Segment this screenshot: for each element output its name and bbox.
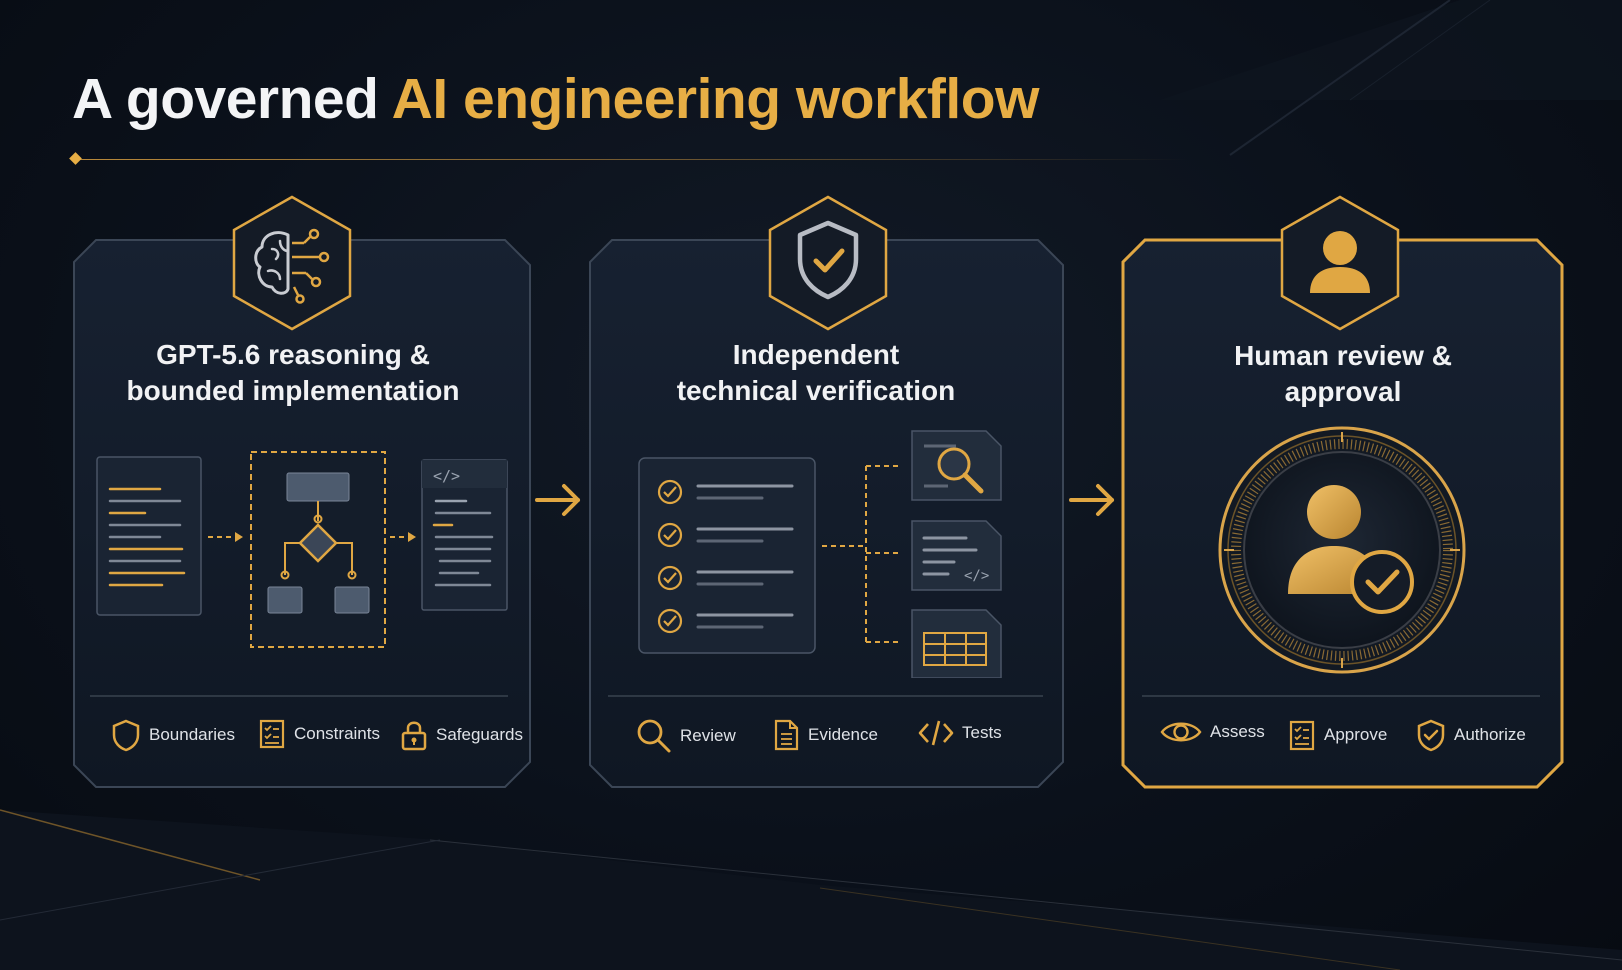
panel-3-title-line-1: Human review & xyxy=(1234,340,1452,371)
flow-arrow-2 xyxy=(1069,484,1114,516)
document-icon xyxy=(774,719,799,751)
panel-3-title: Human review & approval xyxy=(1123,338,1563,410)
panel-2-title: Independent technical verification xyxy=(596,337,1036,409)
approval-seal xyxy=(1218,426,1466,674)
shield-check-icon xyxy=(768,195,888,331)
panel-1-title-line-1: GPT-5.6 reasoning & xyxy=(156,339,430,370)
panel-1-title-line-2: bounded implementation xyxy=(126,375,460,406)
lock-icon xyxy=(401,721,427,751)
footer-item-assess: Assess xyxy=(1160,718,1265,746)
implementation-diagram: </> xyxy=(96,451,508,648)
footer-item-boundaries: Boundaries xyxy=(111,718,235,752)
footer-item-authorize: Authorize xyxy=(1416,718,1526,752)
verification-diagram: </> xyxy=(638,430,1002,678)
title-part-2: AI engineering workflow xyxy=(391,67,1040,131)
footer-label: Safeguards xyxy=(436,725,523,744)
eye-icon xyxy=(1160,722,1202,742)
footer-item-safeguards: Safeguards xyxy=(400,718,523,752)
checklist-card xyxy=(638,457,816,654)
page-title: A governed AI engineering workflow xyxy=(72,66,1039,132)
panel-2-title-line-1: Independent xyxy=(732,339,900,370)
brain-circuit-icon xyxy=(232,195,352,331)
shield-check-icon xyxy=(1417,719,1445,752)
footer-item-evidence: Evidence xyxy=(772,718,878,752)
footer-item-tests: Tests xyxy=(918,718,1002,748)
footer-label: Tests xyxy=(962,723,1002,742)
shield-icon xyxy=(112,719,140,752)
svg-text:</>: </> xyxy=(964,568,989,584)
footer-label: Review xyxy=(680,726,736,745)
footer-item-review: Review xyxy=(636,718,736,754)
footer-label: Evidence xyxy=(808,725,878,744)
footer-label: Assess xyxy=(1210,722,1265,741)
checklist-icon xyxy=(259,719,285,749)
footer-item-constraints: Constraints xyxy=(258,718,380,750)
svg-text:</>: </> xyxy=(433,467,460,485)
footer-label: Authorize xyxy=(1454,725,1526,744)
footer-item-approve: Approve xyxy=(1288,718,1387,752)
footer-label: Boundaries xyxy=(149,725,236,744)
panel-1-title: GPT-5.6 reasoning & bounded implementati… xyxy=(73,337,513,409)
panel-2-title-line-2: technical verification xyxy=(676,375,956,406)
flow-arrow-1 xyxy=(535,484,580,516)
search-icon xyxy=(637,719,671,753)
panel-3-title-line-2: approval xyxy=(1284,376,1402,407)
footer-label: Approve xyxy=(1324,725,1388,744)
user-icon xyxy=(1280,195,1400,331)
title-divider xyxy=(78,159,1188,160)
checklist-icon xyxy=(1289,720,1315,751)
title-part-1: A governed xyxy=(72,67,392,131)
code-icon xyxy=(918,720,954,746)
footer-label: Constraints xyxy=(294,724,380,743)
